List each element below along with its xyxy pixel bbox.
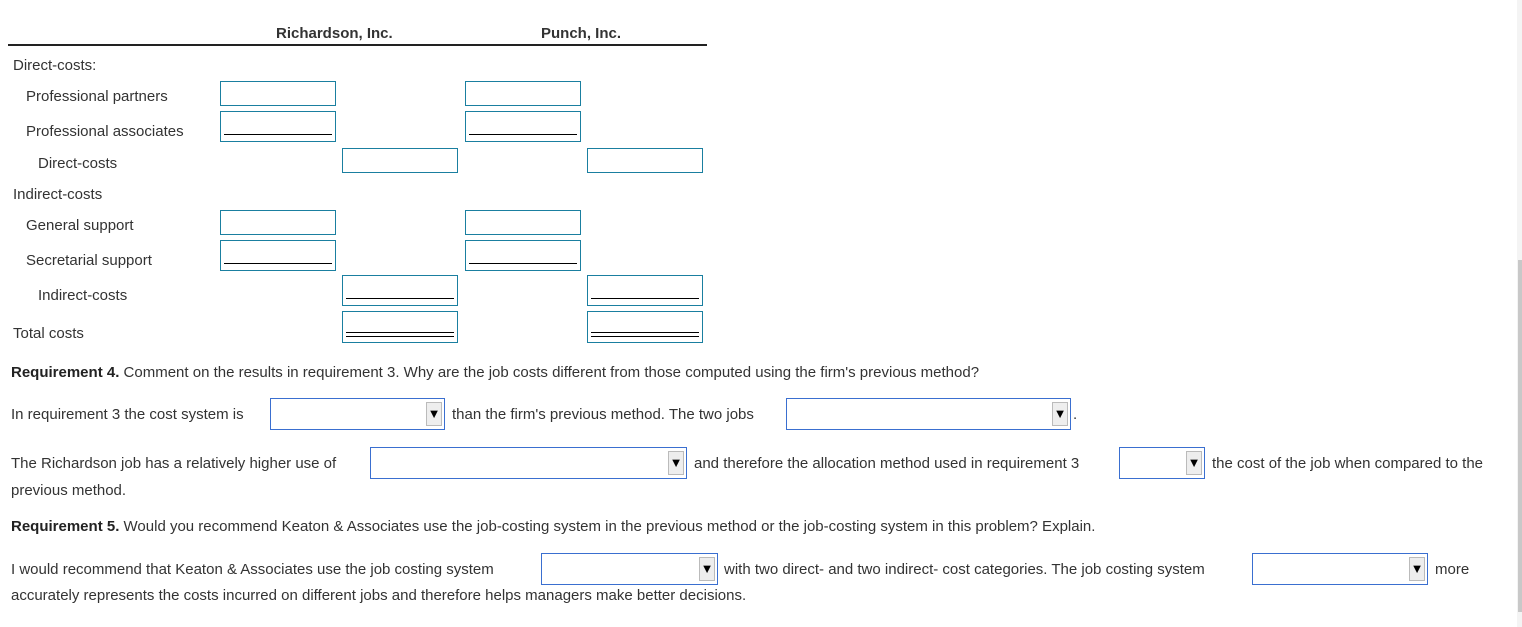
richardson-general-support-input[interactable]	[220, 210, 336, 235]
scrollbar-thumb[interactable]	[1518, 260, 1522, 612]
req5-sentence1-part1: I would recommend that Keaton & Associat…	[11, 561, 494, 578]
req4-sentence1-part1: In requirement 3 the cost system is	[11, 406, 244, 423]
chevron-down-icon: ▼	[1186, 451, 1202, 475]
allocation-effect-dropdown[interactable]: ▼	[1119, 447, 1205, 479]
richardson-direct-costs-input[interactable]	[342, 148, 458, 173]
requirement-5-question: Would you recommend Keaton & Associates …	[119, 518, 1096, 535]
req4-sentence2-part3: the cost of the job when compared to the	[1212, 455, 1484, 472]
label-direct-costs-total: Direct-costs	[38, 155, 118, 172]
punch-indirect-costs-input[interactable]	[587, 275, 703, 306]
punch-associates-input[interactable]	[465, 111, 581, 142]
chevron-down-icon: ▼	[1409, 557, 1425, 581]
col-header-richardson: Richardson, Inc.	[276, 25, 393, 42]
label-total-costs: Total costs	[13, 325, 84, 342]
label-general-support: General support	[26, 217, 134, 234]
col-header-punch: Punch, Inc.	[541, 25, 622, 42]
punch-secretarial-support-input[interactable]	[465, 240, 581, 271]
req5-sentence1-part2: with two direct- and two indirect- cost …	[724, 561, 1205, 578]
punch-total-costs-input[interactable]	[587, 311, 703, 343]
req4-sentence1-period: .	[1073, 406, 1078, 423]
requirement-5-prompt: Requirement 5. Would you recommend Keato…	[11, 518, 1095, 535]
cost-system-dropdown[interactable]: ▼	[270, 398, 445, 430]
label-professional-partners: Professional partners	[26, 88, 168, 105]
req4-sentence2-part2: and therefore the allocation method used…	[694, 455, 1080, 472]
req5-sentence2: accurately represents the costs incurred…	[11, 587, 747, 604]
two-jobs-dropdown[interactable]: ▼	[786, 398, 1071, 430]
requirement-5-title: Requirement 5.	[11, 518, 120, 535]
richardson-indirect-costs-input[interactable]	[342, 275, 458, 306]
chevron-down-icon: ▼	[699, 557, 715, 581]
requirement-4-prompt: Requirement 4. Comment on the results in…	[11, 364, 979, 381]
chevron-down-icon: ▼	[1052, 402, 1068, 426]
header-rule	[8, 44, 707, 46]
requirement-4-title: Requirement 4.	[11, 364, 120, 381]
label-secretarial-support: Secretarial support	[26, 252, 152, 269]
label-indirect-costs-header: Indirect-costs	[13, 186, 103, 203]
label-direct-costs-header: Direct-costs:	[13, 57, 97, 74]
richardson-partners-input[interactable]	[220, 81, 336, 106]
richardson-associates-input[interactable]	[220, 111, 336, 142]
req4-sentence2-part1: The Richardson job has a relatively high…	[11, 455, 337, 472]
richardson-total-costs-input[interactable]	[342, 311, 458, 343]
req5-sentence1-part3: more	[1435, 561, 1470, 578]
chevron-down-icon: ▼	[668, 451, 684, 475]
label-indirect-costs-total: Indirect-costs	[38, 287, 128, 304]
richardson-secretarial-support-input[interactable]	[220, 240, 336, 271]
requirement-4-question: Comment on the results in requirement 3.…	[119, 364, 980, 381]
higher-use-dropdown[interactable]: ▼	[370, 447, 687, 479]
req4-sentence1-part2: than the firm's previous method. The two…	[452, 406, 754, 423]
label-professional-associates: Professional associates	[26, 123, 184, 140]
req4-sentence2-part4: previous method.	[11, 482, 127, 499]
punch-partners-input[interactable]	[465, 81, 581, 106]
recommend-system-dropdown[interactable]: ▼	[541, 553, 718, 585]
punch-general-support-input[interactable]	[465, 210, 581, 235]
job-costing-system-dropdown[interactable]: ▼	[1252, 553, 1428, 585]
chevron-down-icon: ▼	[426, 402, 442, 426]
punch-direct-costs-input[interactable]	[587, 148, 703, 173]
